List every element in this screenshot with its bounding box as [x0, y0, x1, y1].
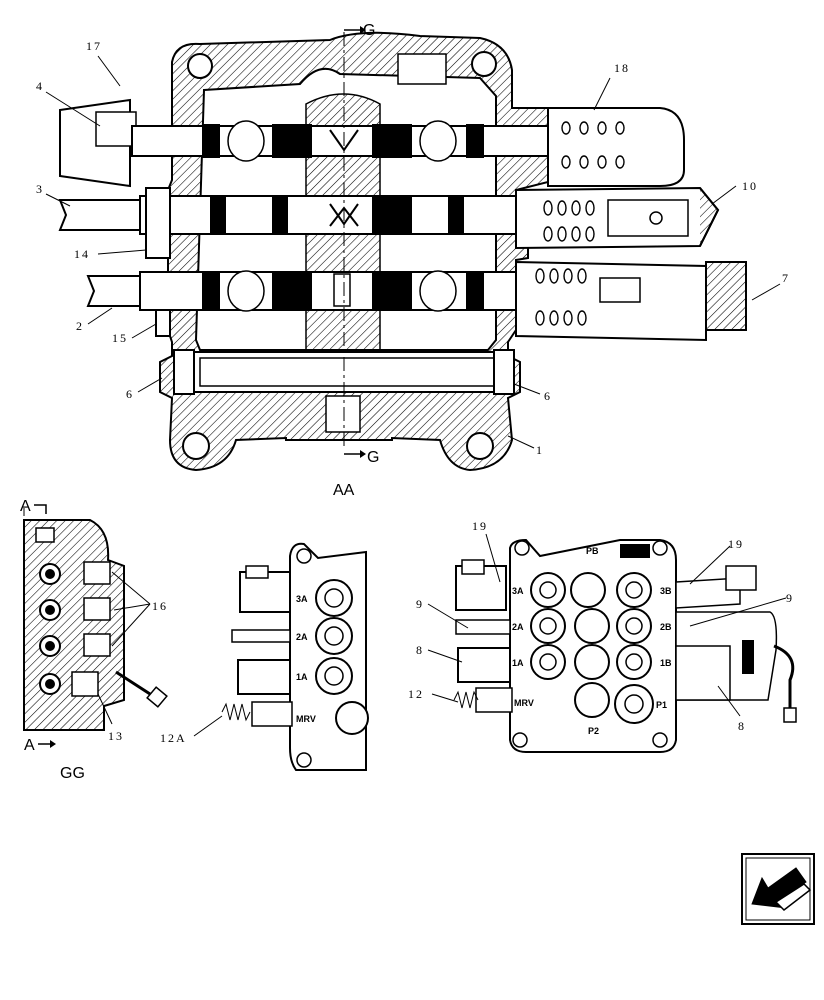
fitting-14	[145, 187, 171, 259]
gg-body-section	[23, 519, 125, 731]
side-view-middle: 3A 2A 1A MRV 12A	[160, 542, 369, 771]
callout-7: 7	[782, 271, 790, 285]
section-label-a-top: A	[20, 498, 31, 515]
callout-leaders	[45, 55, 781, 449]
callout-2: 2	[76, 319, 84, 333]
gg-ports	[39, 561, 111, 697]
callout-16: 16	[152, 599, 168, 613]
callout-8-right: 8	[738, 719, 746, 733]
right-port-3a: 3A	[512, 586, 524, 596]
right-port-p2: P2	[588, 726, 599, 736]
middle-port-mrv: MRV	[296, 714, 316, 724]
callout-6-right: 6	[544, 389, 552, 403]
mount-hole-top-left	[187, 53, 213, 79]
top-port-slot	[397, 53, 447, 85]
right-port-mrv: MRV	[514, 698, 534, 708]
right-port-1b: 1B	[660, 658, 672, 668]
spool-2	[58, 195, 551, 235]
middle-port-bosses	[315, 579, 369, 735]
callout-14: 14	[74, 247, 90, 261]
callout-9-left: 9	[416, 597, 424, 611]
right-port-p1: P1	[656, 700, 667, 710]
mount-hole-bottom-left	[182, 432, 210, 460]
fitting-15	[155, 309, 171, 337]
callout-1: 1	[536, 443, 544, 457]
right-callout-leaders	[427, 533, 787, 717]
callout-19-right: 19	[728, 537, 744, 551]
spool-3	[86, 270, 551, 312]
right-port-1a: 1A	[512, 658, 524, 668]
middle-valve-housing	[289, 542, 367, 771]
float-cap-3	[515, 260, 747, 342]
callout-19-left: 19	[472, 519, 488, 533]
right-port-2b: 2B	[660, 622, 672, 632]
section-label-a-bottom: A	[24, 737, 35, 754]
view-label-aa: AA	[333, 482, 355, 499]
section-aa-view: G G AA 17 4 3 14 2 15 6 18 10 7 6 1	[36, 22, 790, 499]
callout-6-left: 6	[126, 387, 134, 401]
view-label-gg: GG	[60, 765, 85, 782]
callout-10: 10	[742, 179, 758, 193]
right-port-bosses	[530, 572, 654, 724]
right-port-2a: 2A	[512, 622, 524, 632]
callout-3: 3	[36, 182, 44, 196]
side-view-right: PB 3A 3B 2A 2B 1A 1B MRV P1 P2 19 19 9 9…	[408, 519, 797, 753]
previous-arrow-icon[interactable]	[741, 853, 815, 925]
right-zigzag	[453, 690, 479, 709]
section-label-g-top: G	[363, 22, 375, 39]
spring-cap-1	[547, 107, 685, 187]
right-port-3b: 3B	[660, 586, 672, 596]
right-sensor-cable	[773, 644, 795, 712]
callout-12a: 12A	[160, 731, 187, 745]
middle-port-2a: 2A	[296, 632, 308, 642]
drain-port	[325, 395, 361, 433]
detent-cap-2	[515, 186, 720, 250]
callout-12: 12	[408, 687, 424, 701]
mount-hole-bottom-right	[466, 432, 494, 460]
spool-1	[59, 98, 553, 188]
mount-hole-top-right	[471, 51, 497, 77]
callout-15: 15	[112, 331, 128, 345]
callout-13: 13	[108, 729, 124, 743]
callout-9-right: 9	[786, 591, 794, 605]
middle-port-1a: 1A	[296, 672, 308, 682]
callout-4: 4	[36, 79, 44, 93]
section-gg-view: A A GG 16 13	[20, 498, 168, 782]
middle-zigzag	[221, 702, 251, 722]
middle-port-3a: 3A	[296, 594, 308, 604]
section-label-g-bottom: G	[367, 449, 379, 466]
right-port-pb: PB	[586, 546, 599, 556]
callout-18: 18	[614, 61, 630, 75]
callout-17: 17	[86, 39, 102, 53]
callout-8-left: 8	[416, 643, 424, 657]
